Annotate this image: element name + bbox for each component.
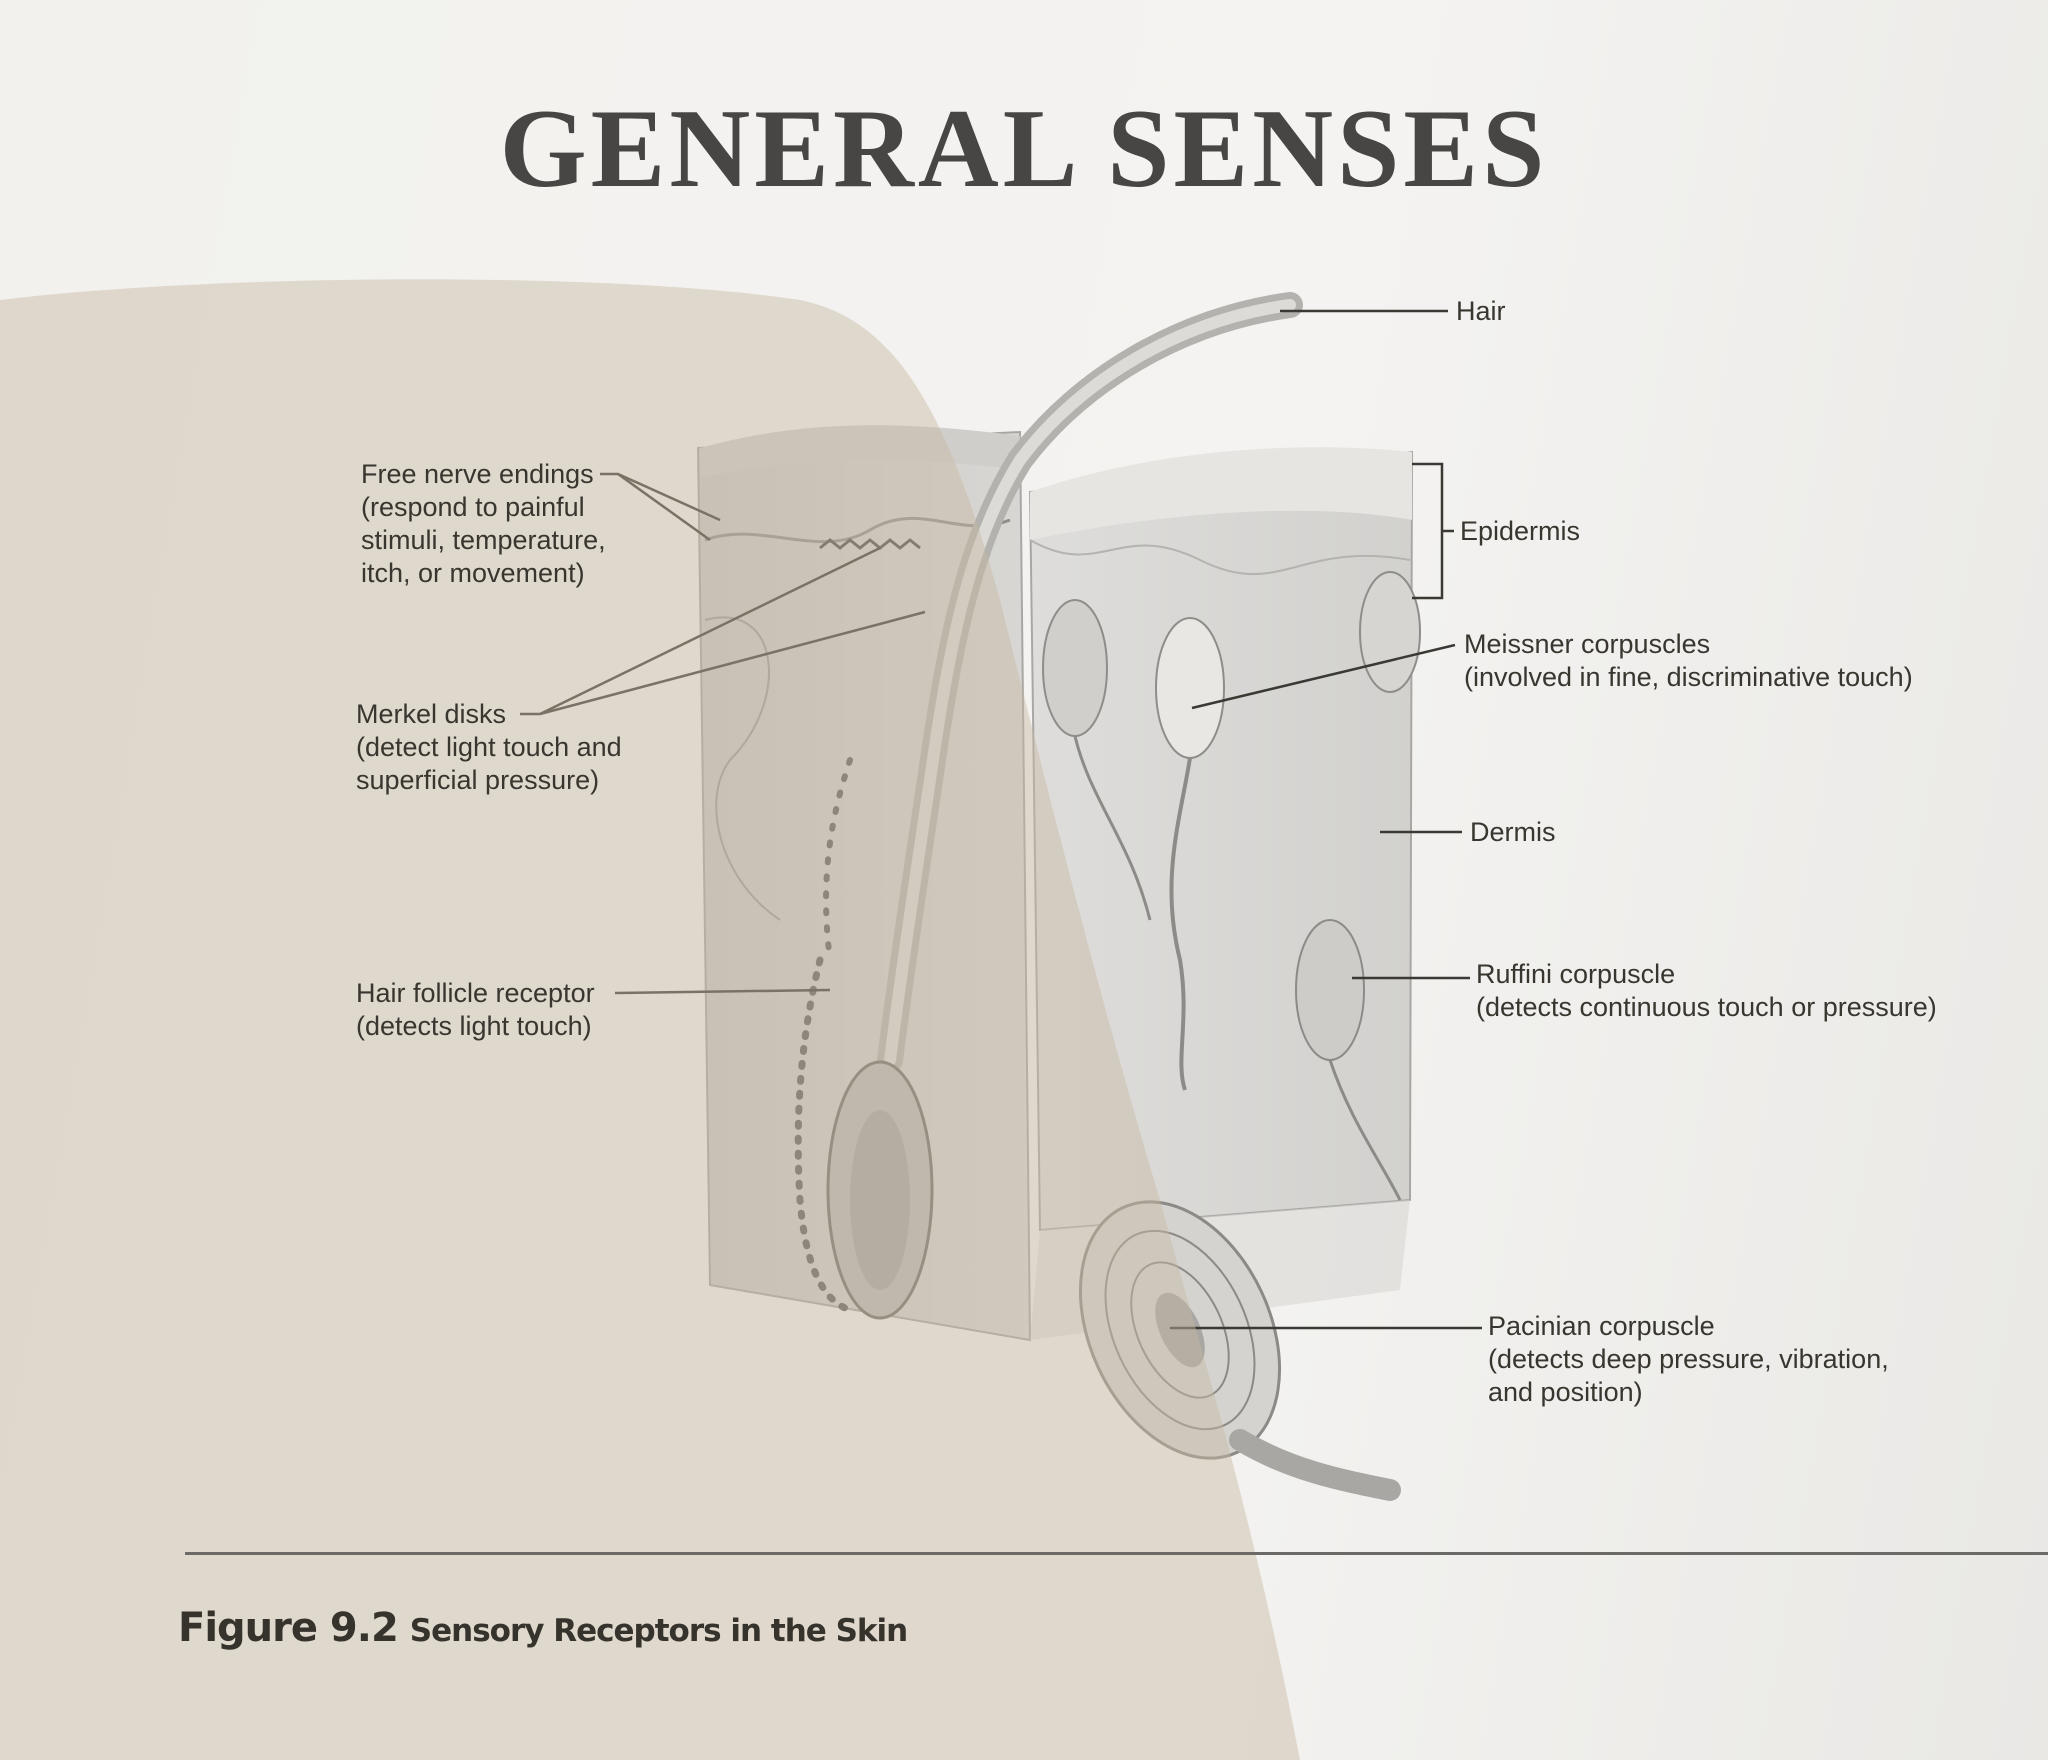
label-dermis: Dermis xyxy=(1470,816,1556,849)
label-free-nerve-desc-1: (respond to painful xyxy=(361,492,585,522)
label-hair: Hair xyxy=(1456,295,1506,328)
label-merkel-desc-1: (detect light touch and xyxy=(356,732,622,762)
label-dermis-text: Dermis xyxy=(1470,817,1556,847)
label-meissner-corpuscles: Meissner corpuscles (involved in fine, d… xyxy=(1464,628,1913,694)
label-hair-text: Hair xyxy=(1456,296,1506,326)
label-pacinian-corpuscle: Pacinian corpuscle (detects deep pressur… xyxy=(1488,1310,1889,1409)
label-merkel-disks: Merkel disks (detect light touch and sup… xyxy=(356,698,622,797)
label-pacinian-title: Pacinian corpuscle xyxy=(1488,1311,1715,1341)
label-merkel-title: Merkel disks xyxy=(356,699,507,729)
leader-lines xyxy=(520,309,1482,1330)
label-meissner-desc: (involved in fine, discriminative touch) xyxy=(1464,662,1913,692)
label-meissner-title: Meissner corpuscles xyxy=(1464,629,1711,659)
label-free-nerve-endings: Free nerve endings (respond to painful s… xyxy=(361,458,606,590)
label-free-nerve-desc-3: itch, or movement) xyxy=(361,558,585,588)
skin-block-right xyxy=(1028,447,1421,1232)
page-title: GENERAL SENSES xyxy=(499,87,1549,211)
label-ruffini-corpuscle: Ruffini corpuscle (detects continuous to… xyxy=(1476,958,1937,1024)
label-free-nerve-desc-2: stimuli, temperature, xyxy=(361,525,606,555)
label-epidermis-text: Epidermis xyxy=(1460,516,1581,546)
label-merkel-desc-2: superficial pressure) xyxy=(356,765,600,795)
figure-number: Figure 9.2 xyxy=(178,1605,399,1651)
label-ruffini-desc: (detects continuous touch or pressure) xyxy=(1476,992,1937,1022)
label-ruffini-title: Ruffini corpuscle xyxy=(1476,959,1676,989)
pacinian-corpuscle-graphic xyxy=(1030,1200,1410,1501)
caption-divider xyxy=(185,1552,2048,1555)
label-free-nerve-title: Free nerve endings xyxy=(361,459,594,489)
figure-title: Sensory Receptors in the Skin xyxy=(409,1613,908,1649)
label-hair-follicle-desc: (detects light touch) xyxy=(356,1011,592,1041)
label-hair-follicle-receptor: Hair follicle receptor (detects light to… xyxy=(356,977,595,1043)
hair-and-follicle xyxy=(794,292,1303,1320)
label-pacinian-desc-1: (detects deep pressure, vibration, xyxy=(1488,1344,1889,1374)
label-pacinian-desc-2: and position) xyxy=(1488,1377,1643,1407)
label-epidermis: Epidermis xyxy=(1460,515,1580,548)
free-nerve-ending-graphic xyxy=(819,538,921,550)
figure-caption: Figure 9.2 Sensory Receptors in the Skin xyxy=(178,1605,908,1651)
label-hair-follicle-title: Hair follicle receptor xyxy=(356,978,595,1008)
